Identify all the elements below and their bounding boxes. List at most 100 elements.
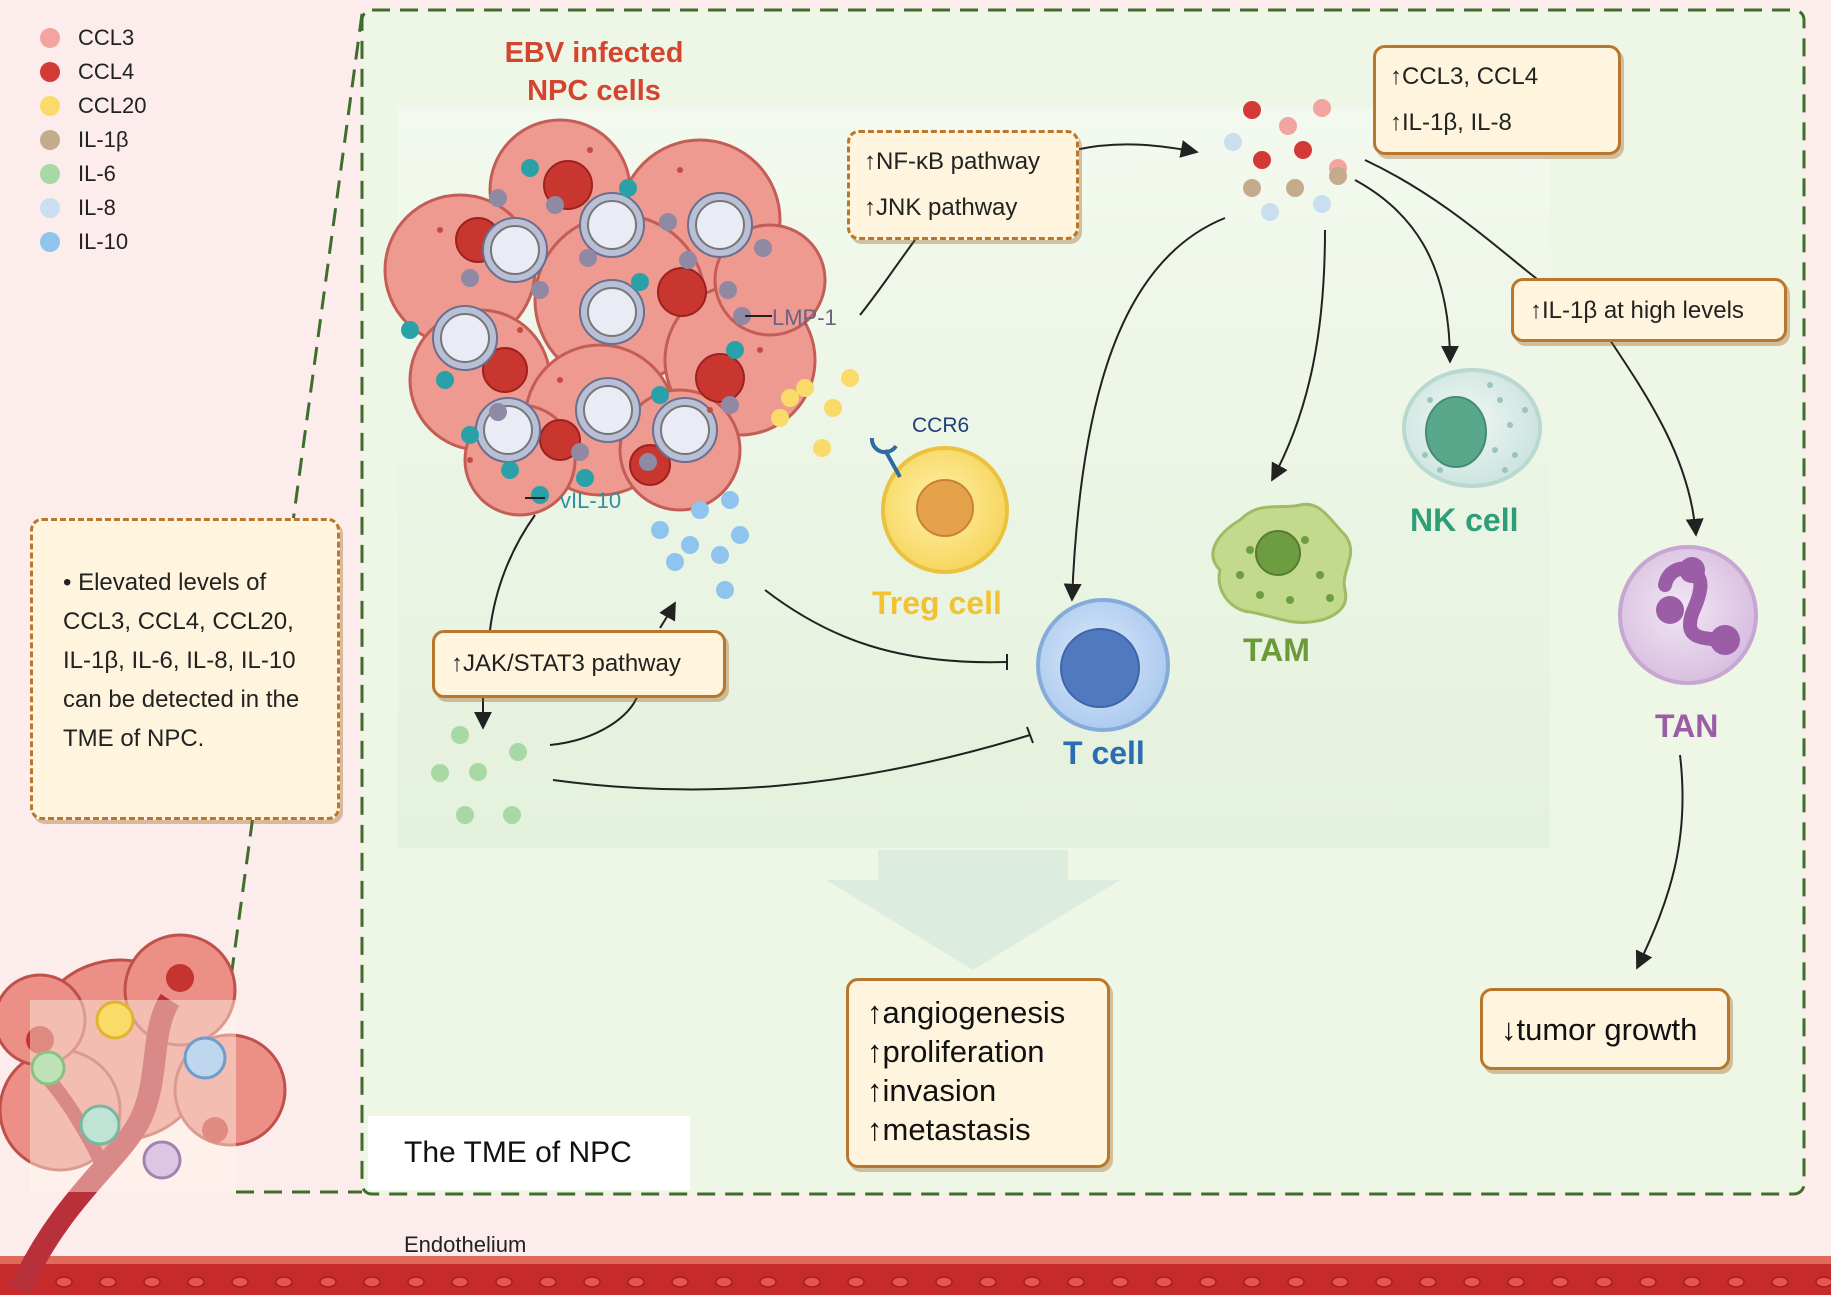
il10-particle — [716, 581, 734, 599]
legend-label: CCL4 — [78, 59, 135, 84]
il1b-high-text: ↑IL-1β at high levels — [1530, 297, 1744, 324]
treg-label: Treg cell — [872, 585, 1002, 621]
arrow-to-cytokines — [1074, 140, 1199, 158]
inhibit-bar-2 — [1026, 726, 1034, 744]
ccl20-particle — [824, 399, 842, 417]
note-line: CCL3, CCL4, CCL20, — [63, 608, 294, 635]
legend-label: IL-1β — [78, 127, 129, 152]
cytokine-particle — [1279, 117, 1297, 135]
red-blood-cell — [451, 1276, 469, 1288]
virion-capsid — [695, 200, 745, 250]
arrow-to-tumor-growth — [1635, 754, 1684, 970]
nk-cell — [1402, 368, 1542, 488]
tan-label: TAN — [1655, 708, 1719, 744]
nk-granule — [1427, 397, 1433, 403]
red-blood-cell — [187, 1276, 205, 1288]
lmp1-dot — [571, 443, 589, 461]
red-blood-cell — [1023, 1276, 1041, 1288]
red-blood-cell — [1595, 1276, 1613, 1288]
nk-granule — [1492, 447, 1498, 453]
cytokine-particle — [1253, 151, 1271, 169]
note-line: TME of NPC. — [63, 725, 205, 752]
red-blood-cell — [1111, 1276, 1129, 1288]
vil10-dot — [726, 341, 744, 359]
nfkb-pathway: ↑NF-κB pathway — [864, 148, 1041, 175]
jak-to-il10 — [659, 601, 676, 629]
red-blood-cell — [891, 1276, 909, 1288]
red-blood-cell — [1727, 1276, 1745, 1288]
cytokine-particle — [1313, 195, 1331, 213]
tumor-growth-text: ↓tumor growth — [1501, 1012, 1698, 1047]
red-blood-cell — [627, 1276, 645, 1288]
tam-granule — [1316, 571, 1324, 579]
note-lines: • Elevated levels of CCL3, CCL4, CCL20, IL… — [63, 563, 337, 758]
lmp1-dot — [461, 269, 479, 287]
il6-particle — [451, 726, 469, 744]
lmp1-dot — [639, 453, 657, 471]
vil10-dot — [651, 386, 669, 404]
il1b-high-box: ↑IL-1β at high levels — [1511, 278, 1787, 342]
il6-particle — [503, 806, 521, 824]
tumor-speckle — [557, 377, 563, 383]
legend-swatch — [40, 130, 60, 150]
outcome-item: ↑angiogenesis — [867, 995, 1066, 1030]
red-blood-cell — [715, 1276, 733, 1288]
red-blood-cell — [1199, 1276, 1217, 1288]
tam-granule — [1326, 594, 1334, 602]
red-blood-cell — [671, 1276, 689, 1288]
lmp1-dot — [719, 281, 737, 299]
outcome-item: ↑invasion — [867, 1073, 997, 1108]
tumor-title-line1: EBV infected — [504, 37, 684, 69]
ccl20-particle — [771, 409, 789, 427]
red-blood-cell — [1551, 1276, 1569, 1288]
vil10-dot — [576, 469, 594, 487]
note-line: • Elevated levels of — [63, 569, 267, 596]
connectors — [474, 140, 1704, 970]
legend-item: CCL4 — [40, 58, 134, 86]
cytokine-particle — [1286, 179, 1304, 197]
vil10-dot — [619, 179, 637, 197]
lmp1-dot — [579, 249, 597, 267]
tumor-speckle — [757, 347, 763, 353]
nk-granule — [1487, 382, 1493, 388]
tumor-speckle — [707, 407, 713, 413]
red-blood-cell — [1067, 1276, 1085, 1288]
line-to-il1b-box — [1364, 159, 1546, 286]
legend-item: IL-10 — [40, 228, 128, 256]
red-blood-cell — [1639, 1276, 1657, 1288]
cytokine-particles — [431, 99, 1347, 824]
legend-label: CCL3 — [78, 25, 135, 50]
tumor-speckle — [437, 227, 443, 233]
tumor-to-jak — [489, 514, 536, 631]
red-blood-cell — [1419, 1276, 1437, 1288]
nfkb-jnk-box: ↑NF-κB pathway ↑JNK pathway — [847, 130, 1079, 240]
nk-granule — [1422, 452, 1428, 458]
il10-particle — [711, 546, 729, 564]
virion-capsid — [660, 405, 710, 455]
red-blood-cell — [143, 1276, 161, 1288]
red-blood-cell — [583, 1276, 601, 1288]
legend-swatch — [40, 62, 60, 82]
nk-granule — [1522, 407, 1528, 413]
legend-item: CCL20 — [40, 92, 146, 120]
red-blood-cell — [935, 1276, 953, 1288]
legend-item: IL-1β — [40, 126, 129, 154]
red-blood-cell — [231, 1276, 249, 1288]
red-blood-cell — [979, 1276, 997, 1288]
tam-cell — [1211, 502, 1353, 625]
lmp1-dot — [546, 196, 564, 214]
tumor-speckle — [517, 327, 523, 333]
red-blood-cell — [495, 1276, 513, 1288]
tme-label-bg — [368, 1116, 690, 1190]
tumor-speckle — [467, 457, 473, 463]
tam-granule — [1256, 591, 1264, 599]
lmp1-dot — [754, 239, 772, 257]
tam-granule — [1236, 571, 1244, 579]
tam-granule — [1286, 596, 1294, 604]
nk-granule — [1502, 467, 1508, 473]
note-line: IL-1β, IL-6, IL-8, IL-10 — [63, 647, 296, 674]
red-blood-cell — [319, 1276, 337, 1288]
ccr6-label: CCR6 — [912, 414, 970, 437]
red-blood-cell — [363, 1276, 381, 1288]
